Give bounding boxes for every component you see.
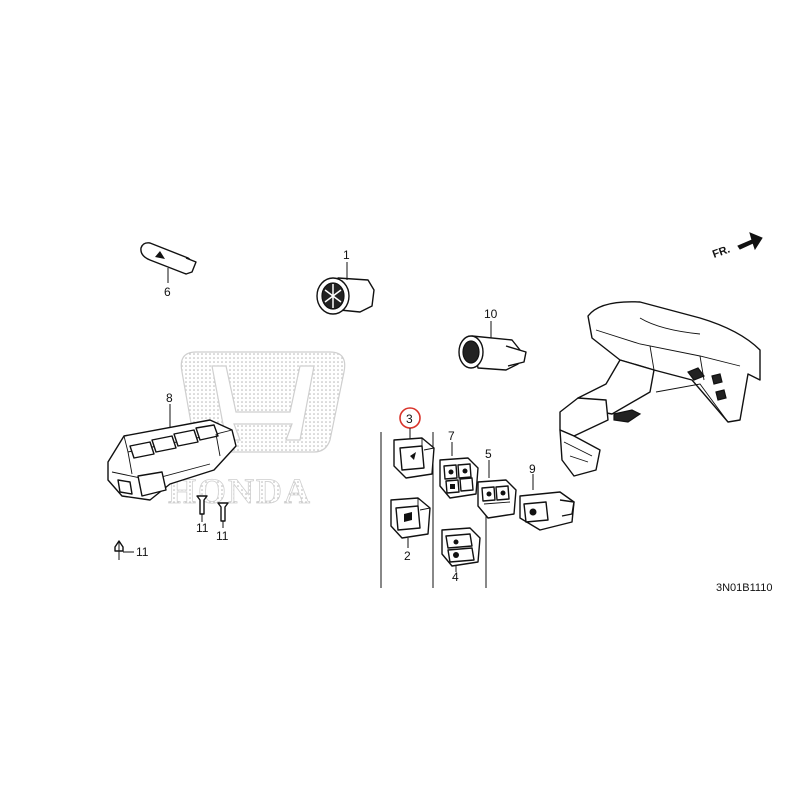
part-1-start-switch: 1 [316,248,375,315]
callout-7: 7 [448,429,455,443]
part-8-window-master-switch: 8 [107,391,237,501]
part-11-screw-b: 11 [216,502,229,543]
callout-4: 4 [452,570,459,584]
callout-11-c: 11 [136,545,149,559]
part-5-switch: 5 [477,447,517,519]
part-4-switch: 4 [441,527,481,584]
callout-9: 9 [529,462,536,476]
part-6-hazard-switch: 6 [140,242,197,299]
part-9-switch: 9 [519,462,575,531]
diagram-code: 3N01B1110 [716,582,772,594]
callout-3: 3 [406,412,413,426]
callout-11-b: 11 [216,529,229,543]
callout-1: 1 [343,248,350,262]
front-direction-indicator: FR. [711,232,763,261]
part-2-switch: 2 [390,497,431,563]
dashboard-location-view [559,301,761,477]
part-10-round-switch: 10 [458,307,527,371]
part-11-screw-c: 11 [114,540,149,560]
callout-8: 8 [166,391,173,405]
direction-label: FR. [711,243,732,260]
callout-5: 5 [485,447,492,461]
callout-10: 10 [484,307,498,321]
part-11-screw-a: 11 [196,495,209,535]
part-3-switch: 3 [393,407,435,479]
callout-2: 2 [404,549,411,563]
callout-6: 6 [164,285,171,299]
callout-11-a: 11 [196,521,209,535]
front-arrow-icon [737,232,763,251]
part-7-switch: 7 [439,429,479,499]
